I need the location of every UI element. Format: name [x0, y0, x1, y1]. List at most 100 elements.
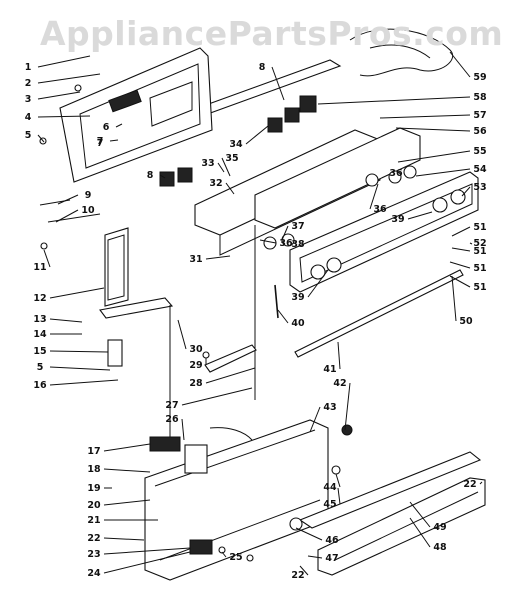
leader-line: [49, 379, 119, 386]
control-knob: [432, 197, 448, 213]
leader-line: [103, 551, 191, 574]
callout-label: 18: [87, 464, 101, 475]
callout-label: 25: [229, 552, 242, 563]
leader-line: [407, 211, 433, 220]
callout-label: 21: [87, 515, 100, 526]
screw: [40, 242, 48, 250]
callout-label: 51: [473, 263, 486, 274]
small-bracket: [107, 339, 123, 367]
callout-label: 22: [291, 570, 304, 581]
callout-label: 1: [25, 62, 32, 73]
callout-label: 40: [291, 318, 305, 329]
callout-label: 30: [189, 344, 203, 355]
leader-line: [37, 91, 81, 100]
leader-line: [299, 565, 309, 576]
callout-label: 45: [323, 499, 336, 510]
leader-line: [217, 162, 225, 173]
lower-housing-edges: [154, 429, 321, 561]
leader-line: [369, 183, 379, 210]
leader-line: [277, 309, 289, 324]
leader-line: [221, 157, 231, 177]
callout-label: 49: [433, 522, 446, 533]
callout-label: 24: [87, 568, 101, 579]
trim-bar-49: [317, 477, 486, 576]
leader-line: [344, 382, 351, 431]
callout-label: 36: [373, 204, 387, 215]
callout-label: 9: [85, 190, 92, 201]
leader-line: [159, 174, 166, 179]
leader-line: [309, 406, 321, 433]
leader-line: [307, 269, 329, 298]
callout-label: 14: [33, 329, 47, 340]
callout-label: 56: [473, 126, 487, 137]
callout-label: 38: [291, 239, 305, 250]
callout-label: 17: [87, 446, 100, 457]
screw: [74, 84, 82, 92]
switch-block: [159, 171, 175, 187]
leader-line: [397, 150, 471, 163]
callout-label: 2: [25, 78, 32, 89]
callout-label: 16: [33, 380, 47, 391]
callout-label: 35: [225, 153, 238, 164]
leader-line: [49, 287, 105, 299]
callout-label: 10: [81, 205, 95, 216]
lamp-socket: [189, 539, 213, 555]
leader-line: [395, 127, 471, 132]
leader-line: [37, 73, 101, 84]
leader-line: [103, 499, 151, 506]
mounting-bracket: [99, 297, 174, 319]
callout-label: 32: [209, 178, 222, 189]
panel-recess: [149, 81, 193, 127]
vertical-bracket-inner: [107, 234, 125, 301]
lamp-end: [289, 517, 303, 531]
leader-line: [49, 350, 109, 353]
callout-label: 58: [473, 92, 487, 103]
leader-line: [225, 182, 235, 195]
trim-bar-48: [298, 451, 482, 529]
callout-label: 39: [391, 214, 404, 225]
callout-label: 20: [87, 500, 101, 511]
screw: [218, 546, 226, 554]
control-knob-group: [310, 189, 466, 280]
washer: [388, 170, 402, 184]
leader-line: [205, 367, 256, 384]
leader-line: [181, 418, 185, 441]
screw: [202, 351, 210, 359]
leader-line: [271, 66, 285, 101]
callout-label: 47: [325, 553, 338, 564]
knob-42: [341, 424, 353, 436]
screw: [246, 554, 254, 562]
callout-label: 44: [323, 482, 337, 493]
callout-label: 57: [473, 110, 486, 121]
callout-label: 4: [25, 112, 32, 123]
leader-line: [57, 194, 79, 205]
terminal-block: [149, 436, 181, 452]
callout-label: 36: [389, 168, 403, 179]
callout-label: 7: [97, 136, 104, 147]
callout-label: 6: [103, 122, 110, 133]
leader-line: [281, 225, 289, 241]
callout-label: 54: [473, 164, 487, 175]
callout-label: 12: [33, 293, 46, 304]
trim-strip: [294, 269, 464, 358]
leader-line: [409, 517, 431, 548]
control-knob: [450, 189, 466, 205]
leader-line: [317, 96, 471, 105]
switch-block: [284, 107, 300, 123]
leader-line: [221, 551, 227, 558]
leader-line: [451, 275, 457, 322]
callout-label: 22: [87, 533, 100, 544]
leader-lines: [37, 51, 483, 576]
callout-label: 41: [323, 364, 336, 375]
callout-label: 51: [473, 246, 486, 257]
leader-line: [115, 123, 123, 128]
callout-label: 46: [325, 535, 339, 546]
leader-line: [449, 275, 471, 288]
callout-label: 28: [189, 378, 203, 389]
leader-line: [451, 247, 471, 252]
leader-line: [337, 487, 341, 505]
callout-label: 39: [291, 292, 304, 303]
panel-window: [108, 89, 142, 113]
switch-block: [267, 117, 283, 133]
